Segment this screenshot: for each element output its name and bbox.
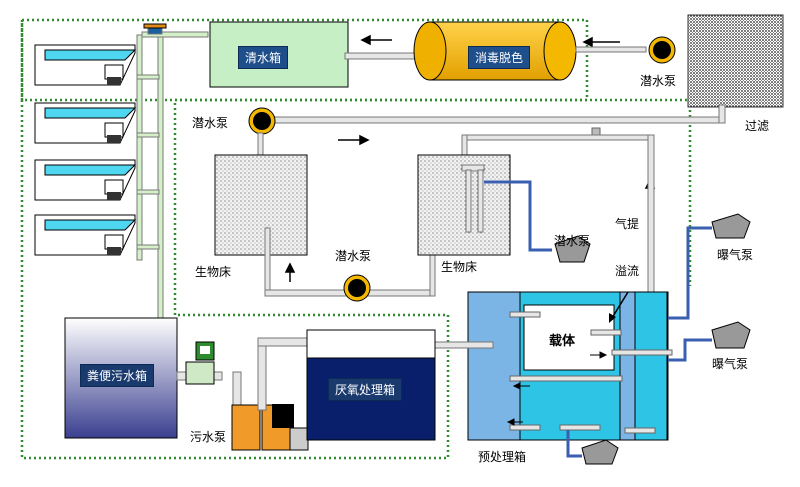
clean-water-tank-label: 清水箱 [238, 46, 289, 69]
pump-right-label: 潜水泵 [554, 234, 591, 248]
pretreatment-tank [467, 291, 673, 441]
aeration-pump-1-label: 曝气泵 [717, 248, 754, 262]
pump-left-label: 潜水泵 [192, 116, 229, 130]
fecal-tank-label: 粪便污水箱 [80, 364, 155, 387]
pretreatment-pump-icon [581, 439, 619, 465]
toilet-units [34, 44, 137, 256]
bio-bed-right-label: 生物床 [441, 260, 478, 274]
aeration-pump-2-icon [711, 321, 751, 349]
dotted-border-left [20, 20, 450, 460]
carrier-label: 载体 [549, 334, 576, 349]
right-pump-icon [554, 235, 591, 263]
bio-bed-left-label: 生物床 [195, 265, 232, 279]
sewage-pump-label: 污水泵 [190, 430, 227, 444]
anaerobic-tank-label: 厌氧处理箱 [328, 378, 403, 401]
disinfect-cylinder [413, 21, 577, 81]
aeration-pump-1-icon [711, 213, 751, 239]
pump-middle-label: 潜水泵 [335, 249, 372, 263]
sewage-pump [231, 404, 261, 451]
pretreatment-tank-label: 预处理箱 [478, 450, 527, 464]
air-lift-label: 气提 [615, 217, 640, 231]
aeration-pump-2-label: 曝气泵 [712, 357, 749, 371]
bio-bed-left [214, 154, 308, 256]
filter-label: 过滤 [745, 119, 770, 133]
disinfect-decolor-label: 消毒脱色 [468, 46, 531, 69]
filter-box [687, 14, 784, 108]
overflow-label: 溢流 [615, 264, 640, 278]
pump-top-right-label: 潜水泵 [640, 74, 677, 88]
bio-bed-right [417, 154, 511, 256]
